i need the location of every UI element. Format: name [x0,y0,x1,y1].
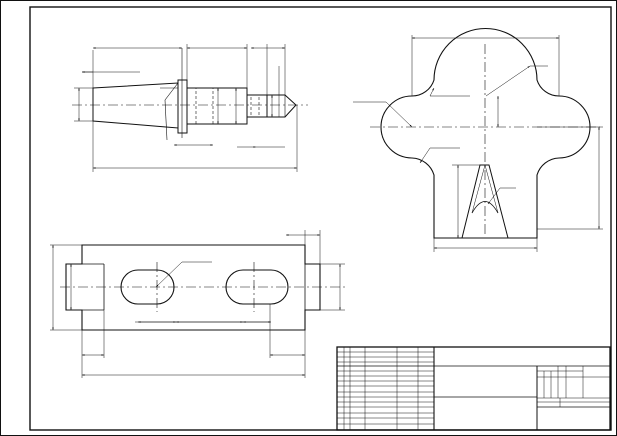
slotted-plate-view [50,230,345,378]
shaft-neck [246,94,268,118]
clover-outline [380,27,591,239]
clover-slot [461,164,509,239]
clover-plate-view [353,27,603,252]
slot-right [225,269,289,305]
title-block [336,346,611,431]
drawing-frame [29,6,612,431]
turned-shaft-view [72,44,308,172]
slot-left [120,269,175,305]
shaft-flange [177,79,188,134]
shaft-tip [266,94,297,118]
